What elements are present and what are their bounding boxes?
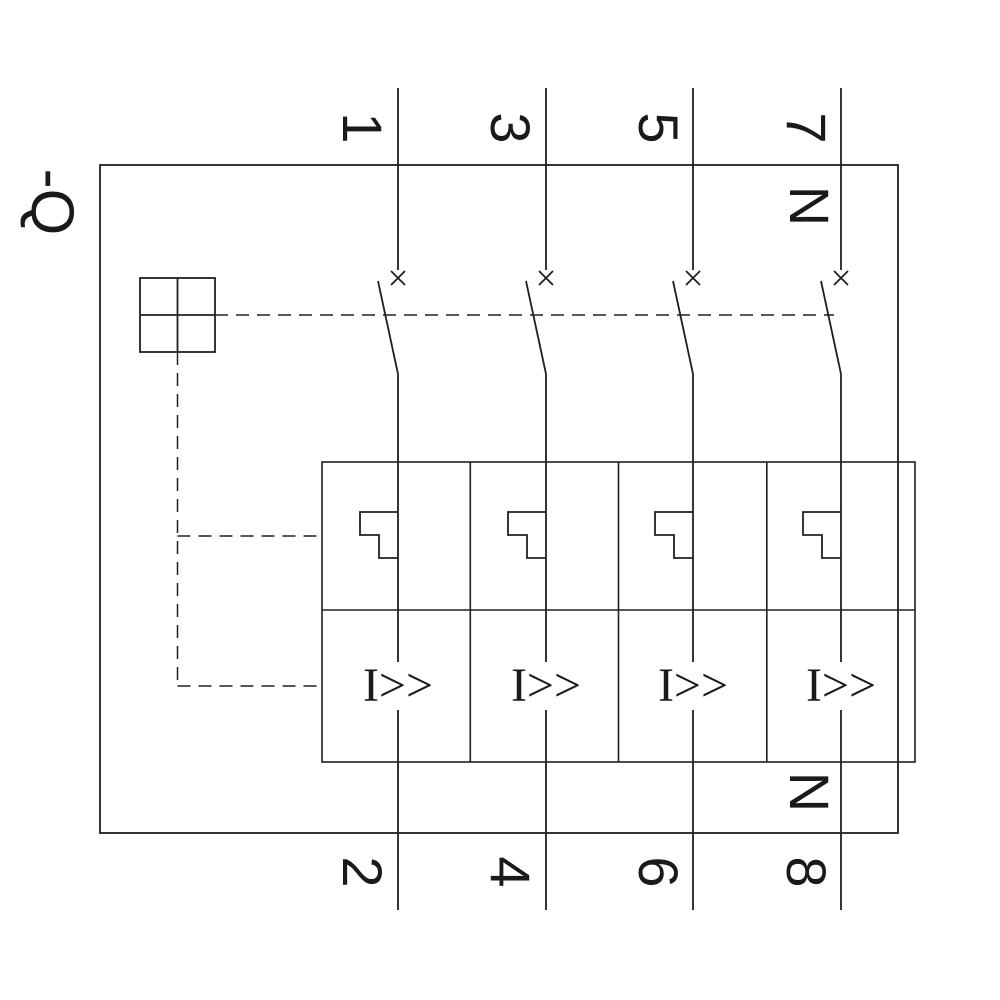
magnetic-trip-label-3: I>> — [653, 662, 733, 710]
latch-release-icon — [654, 511, 693, 559]
latch-release-icon — [802, 511, 841, 559]
device-designator-label: -Q — [19, 168, 86, 236]
actuator-icon — [139, 277, 216, 353]
device-outline — [99, 164, 899, 834]
pole-2-switch-blade — [525, 280, 547, 375]
terminal-2-label: 2 — [331, 856, 394, 888]
pole-1-switch-blade — [377, 280, 399, 375]
pole-3-switch-blade — [672, 280, 694, 375]
latch-release-icon — [507, 511, 546, 559]
latch-release-icon — [359, 511, 398, 559]
magnetic-trip-label-1: I>> — [358, 662, 438, 710]
terminal-6-label: 6 — [627, 856, 690, 888]
terminal-5-label: 5 — [627, 112, 690, 144]
contact-cross-icon — [390, 270, 406, 286]
contact-cross-icon — [538, 270, 554, 286]
pole-2 — [507, 88, 554, 910]
contact-cross-icon — [685, 270, 701, 286]
terminal-3-label: 3 — [479, 112, 542, 144]
terminal-8-label: 8 — [775, 856, 838, 888]
terminal-7-label: 7 — [775, 112, 838, 144]
magnetic-trip-label-4: I>> — [801, 662, 881, 710]
pole-4 — [802, 88, 849, 910]
pole-3 — [654, 88, 701, 910]
contact-cross-icon — [833, 270, 849, 286]
release-block-grid — [321, 461, 916, 763]
neutral-top-label: N — [778, 185, 841, 227]
pole-1 — [359, 88, 406, 910]
mechanical-coupling-dashed-lines — [176, 314, 834, 687]
terminal-4-label: 4 — [479, 856, 542, 888]
neutral-bottom-label: N — [778, 771, 841, 813]
terminal-1-label: 1 — [331, 112, 394, 144]
magnetic-trip-label-2: I>> — [506, 662, 586, 710]
pole-4-switch-blade — [820, 280, 842, 375]
